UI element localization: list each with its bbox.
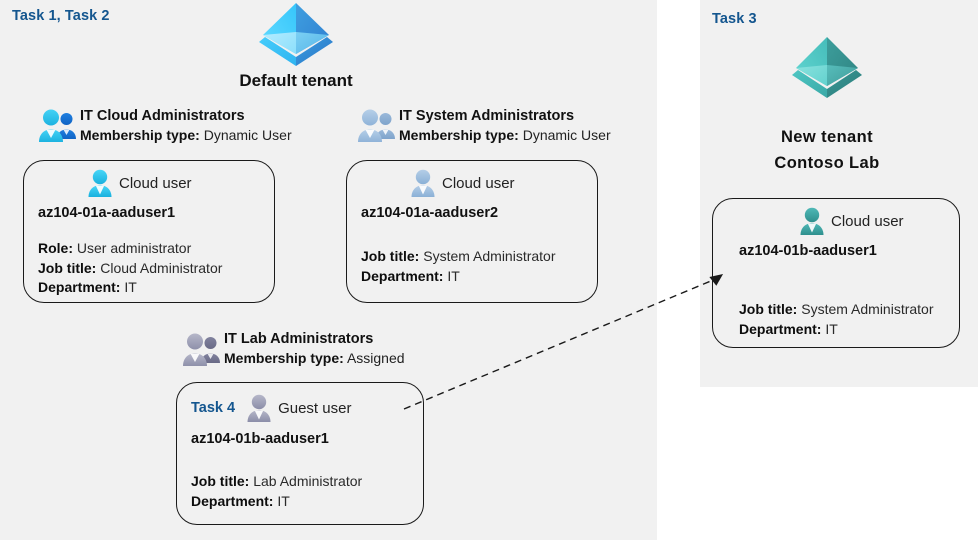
attr-label-job-title: Job title: xyxy=(739,301,798,317)
attr-label-job-title: Job title: xyxy=(361,248,420,264)
group-membership-it-cloud-administrators: Membership type: Dynamic User xyxy=(80,125,292,145)
attr-label-job-title: Job title: xyxy=(38,259,97,276)
user-type-label: Cloud user xyxy=(119,174,192,192)
group-name-it-lab-administrators: IT Lab Administrators xyxy=(224,331,374,347)
attr-value-job-title: System Administrator xyxy=(423,248,556,264)
user-type-label: Guest user xyxy=(278,399,352,417)
cloud-user-icon-az104-01a-aaduser1 xyxy=(87,169,113,197)
default-tenant-panel xyxy=(0,0,657,540)
user-name-az104-01a-aaduser2: az104-01a-aaduser2 xyxy=(361,205,499,221)
attr-label-department: Department: xyxy=(38,279,121,295)
group-users-icon-it-lab-administrators xyxy=(181,330,223,370)
new-tenant-title-line1: New tenant xyxy=(780,128,873,146)
user-card-az104-01a-aaduser1[interactable]: Cloud user az104-01a-aaduser1 Role: User… xyxy=(23,160,275,303)
cloud-user-icon-az104-01a-aaduser2 xyxy=(410,169,436,197)
azure-ad-tenant-icon-new xyxy=(790,36,864,98)
default-tenant-title: Default tenant xyxy=(239,71,353,90)
group-membership-it-lab-administrators: Membership type: Assigned xyxy=(224,348,405,368)
attr-label-department: Department: xyxy=(361,267,444,284)
attr-value-role: User administrator xyxy=(76,240,192,256)
group-name-it-system-administrators: IT System Administrators xyxy=(399,108,575,124)
user-attribute-department: Department: IT xyxy=(38,278,222,298)
attr-label-role: Role: xyxy=(38,240,73,256)
attr-label-department: Department: xyxy=(739,320,822,337)
attr-value-department: IT xyxy=(277,492,290,509)
cloud-user-icon-az104-01b-aaduser1 xyxy=(799,207,825,235)
azure-ad-tenant-icon-default xyxy=(257,2,335,66)
user-name-az104-01a-aaduser1: az104-01a-aaduser1 xyxy=(38,205,176,221)
user-attribute-job-title: Job title: System Administrator xyxy=(739,300,934,320)
task-label-3: Task 3 xyxy=(712,11,757,27)
user-attribute-department: Department: IT xyxy=(361,267,556,287)
user-type-label: Cloud user xyxy=(442,174,515,192)
user-attribute-department: Department: IT xyxy=(739,320,934,340)
user-name-az104-01b-aaduser1-cloud: az104-01b-aaduser1 xyxy=(739,243,877,259)
user-attribute-job-title: Job title: Lab Administrator xyxy=(191,472,362,492)
user-card-az104-01b-aaduser1-guest[interactable]: Task 4 Guest user az104-01b-aaduser1 Job… xyxy=(176,382,424,525)
group-users-icon-it-system-administrators xyxy=(356,106,398,146)
attr-value-department: IT xyxy=(825,320,838,337)
attr-value-job-title: Cloud Administrator xyxy=(100,259,223,276)
attr-label-job-title: Job title: xyxy=(191,473,250,489)
attr-label-department: Department: xyxy=(191,492,274,509)
user-type-label: Cloud user xyxy=(831,212,904,230)
new-tenant-title-line2: Contoso Lab xyxy=(774,154,880,172)
task-label-4: Task 4 xyxy=(191,400,236,416)
membership-value: Dynamic User xyxy=(522,127,611,143)
group-name-it-cloud-administrators: IT Cloud Administrators xyxy=(80,108,245,124)
user-attribute-role: Role: User administrator xyxy=(38,239,222,259)
user-name-az104-01b-aaduser1-guest: az104-01b-aaduser1 xyxy=(191,431,329,447)
guest-user-icon-az104-01b-aaduser1 xyxy=(246,394,272,422)
membership-label: Membership type: xyxy=(399,127,519,143)
attr-value-department: IT xyxy=(124,279,137,295)
membership-label: Membership type: xyxy=(224,350,344,366)
user-card-az104-01a-aaduser2[interactable]: Cloud user az104-01a-aaduser2 Job title:… xyxy=(346,160,598,303)
user-attribute-job-title: Job title: System Administrator xyxy=(361,247,556,267)
membership-value: Assigned xyxy=(346,350,405,366)
user-attribute-department: Department: IT xyxy=(191,492,362,512)
group-users-icon-it-cloud-administrators xyxy=(37,106,79,146)
membership-value: Dynamic User xyxy=(203,127,292,143)
attr-value-job-title: System Administrator xyxy=(801,301,934,317)
task-label-1-2: Task 1, Task 2 xyxy=(12,8,110,24)
user-attribute-job-title: Job title: Cloud Administrator xyxy=(38,259,222,279)
membership-label: Membership type: xyxy=(80,127,200,143)
attr-value-job-title: Lab Administrator xyxy=(253,473,363,489)
user-card-az104-01b-aaduser1-cloud[interactable]: Cloud user az104-01b-aaduser1 Job title:… xyxy=(712,198,960,348)
group-membership-it-system-administrators: Membership type: Dynamic User xyxy=(399,125,611,145)
attr-value-department: IT xyxy=(447,267,460,284)
